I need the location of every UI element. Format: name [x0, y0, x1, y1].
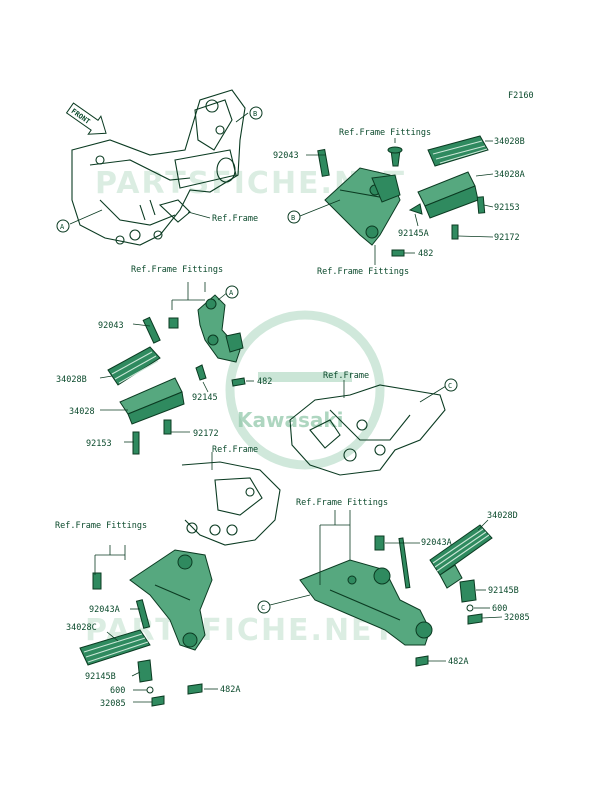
- label-ref-frame-mid: Ref.Frame: [323, 371, 369, 381]
- part-92172-top: 92172: [494, 233, 520, 243]
- part-92145b-right: 92145B: [488, 586, 519, 596]
- callout-a-top: A: [56, 219, 70, 233]
- label-ref-frame-fittings-bottom-right: Ref.Frame Fittings: [296, 498, 388, 508]
- label-ref-frame-fittings-mid: Ref.Frame Fittings: [317, 267, 409, 277]
- part-92145b-left: 92145B: [85, 672, 116, 682]
- svg-text:B: B: [253, 110, 257, 118]
- part-34028-mid: 34028: [69, 407, 95, 417]
- figure-code: F2160: [508, 91, 534, 101]
- bottom-right-footrest-assembly: [299, 524, 493, 667]
- part-600-left: 600: [110, 686, 125, 696]
- part-482-top: 482: [418, 249, 433, 259]
- part-34028a-top: 34028A: [494, 170, 525, 180]
- label-ref-frame-top: Ref.Frame: [212, 214, 258, 224]
- svg-text:A: A: [60, 223, 65, 231]
- svg-text:B: B: [291, 214, 295, 222]
- svg-text:A: A: [229, 289, 234, 297]
- part-32085-left: 32085: [100, 699, 126, 709]
- part-34028b-top: 34028B: [494, 137, 525, 147]
- mid-left-footrest-assembly: [107, 294, 246, 455]
- callout-b-right: B: [287, 210, 301, 224]
- label-ref-frame-fittings-top: Ref.Frame Fittings: [339, 128, 431, 138]
- part-92172-mid: 92172: [193, 429, 219, 439]
- bottom-left-frame-section: [181, 461, 281, 546]
- part-482-mid: 482: [257, 377, 272, 387]
- part-482a-right: 482A: [448, 657, 468, 667]
- callout-a-mid: A: [225, 285, 239, 299]
- part-92043-mid: 92043: [98, 321, 124, 331]
- part-92145a-top: 92145A: [398, 229, 429, 239]
- main-frame-assembly: [71, 89, 246, 246]
- part-92043-top: 92043: [273, 151, 299, 161]
- callout-c-mid: C: [444, 378, 458, 392]
- svg-text:C: C: [261, 604, 265, 612]
- part-34028c: 34028C: [66, 623, 97, 633]
- label-ref-frame-bottom: Ref.Frame: [212, 445, 258, 455]
- label-ref-frame-fittings-left: Ref.Frame Fittings: [131, 265, 223, 275]
- top-right-footrest-assembly: [317, 135, 489, 246]
- callout-c-bottom: C: [257, 600, 271, 614]
- svg-text:C: C: [448, 382, 452, 390]
- part-92145-mid: 92145: [192, 393, 218, 403]
- part-482a-left: 482A: [220, 685, 240, 695]
- part-92043a-left: 92043A: [89, 605, 120, 615]
- part-92043a-right: 92043A: [421, 538, 452, 548]
- label-ref-frame-fittings-bottom-left: Ref.Frame Fittings: [55, 521, 147, 531]
- front-arrow: FRONT: [65, 102, 107, 135]
- part-32085-right: 32085: [504, 613, 530, 623]
- part-34028d: 34028D: [487, 511, 518, 521]
- callout-b-top: B: [249, 106, 263, 120]
- part-92153-top: 92153: [494, 203, 520, 213]
- mid-right-frame-section: [289, 384, 446, 476]
- part-34028b-mid: 34028B: [56, 375, 87, 385]
- part-92153-mid: 92153: [86, 439, 112, 449]
- bottom-left-footrest-assembly: [79, 549, 213, 707]
- part-600-right: 600: [492, 604, 507, 614]
